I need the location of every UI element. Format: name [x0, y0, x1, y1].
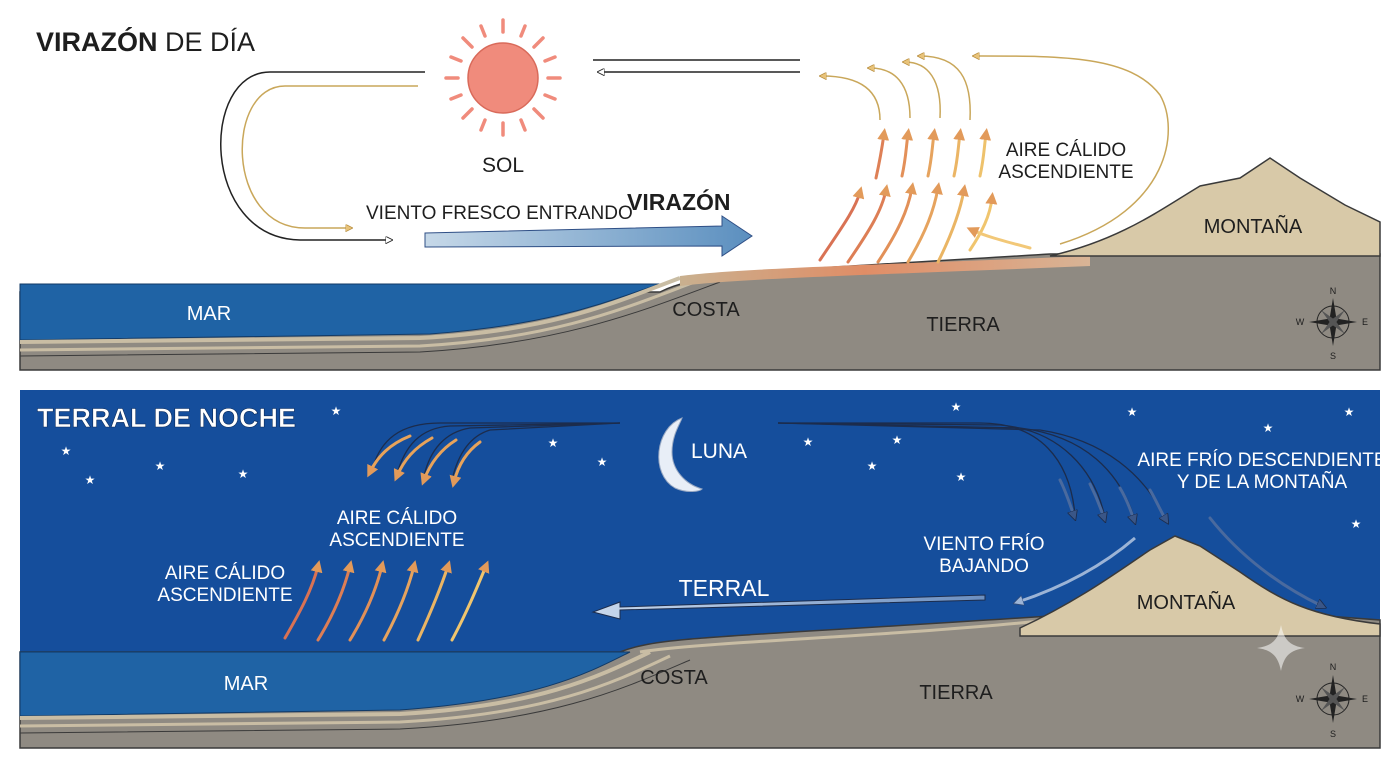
night-mountain-label: MONTAÑA: [1137, 590, 1236, 614]
svg-text:★: ★: [867, 459, 878, 473]
day-sea-label: MAR: [187, 303, 231, 325]
virazon-arrow: [424, 215, 753, 257]
night-title: TERRAL DE NOCHE: [37, 403, 296, 433]
svg-text:Y DE LA MONTAÑA: Y DE LA MONTAÑA: [1177, 471, 1348, 493]
svg-text:★: ★: [1127, 405, 1138, 419]
night-warm-air-a1: AIRE CÁLIDO: [337, 508, 457, 529]
night-warm-air-b2: ASCENDIENTE: [157, 585, 292, 606]
day-title-bold: VIRAZÓN: [36, 26, 158, 57]
day-coast-label: COSTA: [672, 299, 740, 321]
day-wind-in-label: VIENTO FRESCO ENTRANDO: [366, 203, 633, 224]
night-compass-icon: N S E W: [1296, 662, 1368, 739]
day-warm-air-line1: AIRE CÁLIDO: [1006, 140, 1126, 161]
day-sea: [19, 283, 661, 341]
svg-text:BAJANDO: BAJANDO: [939, 556, 1029, 577]
svg-text:★: ★: [951, 400, 962, 414]
night-panel: ★ ★ ★ ★ ★ ★ ★ ★ ★ ★ ★ ★ ★ ★ ★ ★ TERRAL D…: [19, 390, 1387, 749]
svg-text:N: N: [1330, 286, 1337, 296]
night-coast-label: COSTA: [640, 667, 708, 689]
night-cold-wind-1: VIENTO FRÍO: [923, 534, 1044, 555]
night-sea: [19, 651, 631, 717]
day-mountain: [1049, 157, 1381, 257]
sun-label: SOL: [482, 154, 524, 177]
sun-icon: [444, 18, 562, 137]
night-warm-air-b1: AIRE CÁLIDO: [165, 563, 285, 584]
svg-text:AIRE CÁLIDO: AIRE CÁLIDO: [337, 508, 457, 529]
day-land-label: TIERRA: [926, 314, 1000, 336]
svg-text:★: ★: [155, 459, 166, 473]
star-icons: ★ ★ ★ ★ ★ ★ ★ ★ ★ ★ ★ ★ ★ ★ ★ ★: [61, 400, 1362, 531]
svg-text:ASCENDIENTE: ASCENDIENTE: [998, 162, 1133, 183]
night-cold-desc-1: AIRE FRÍO DESCENDIENTE: [1137, 450, 1386, 471]
svg-text:AIRE FRÍO DESCENDIENTE: AIRE FRÍO DESCENDIENTE: [1137, 450, 1386, 471]
svg-text:★: ★: [85, 473, 96, 487]
night-descending-cold-arrows: [1058, 478, 1322, 606]
svg-text:VIRAZÓN DE DÍA: VIRAZÓN DE DÍA: [36, 26, 255, 57]
moon-label: LUNA: [691, 440, 747, 463]
svg-text:S: S: [1330, 351, 1336, 361]
svg-text:ASCENDIENTE: ASCENDIENTE: [329, 530, 464, 551]
day-loop-outer: [220, 71, 425, 240]
svg-text:★: ★: [597, 455, 608, 469]
svg-text:★: ★: [61, 444, 72, 458]
day-rising-warm-air: [818, 128, 1032, 264]
svg-text:AIRE CÁLIDO: AIRE CÁLIDO: [165, 563, 285, 584]
svg-text:E: E: [1362, 317, 1368, 327]
svg-text:★: ★: [956, 470, 967, 484]
svg-text:★: ★: [892, 433, 903, 447]
day-mountain-label: MONTAÑA: [1204, 214, 1303, 238]
moon-icon: [658, 417, 703, 492]
terral-arrow: [591, 594, 986, 620]
night-sea-label: MAR: [224, 673, 268, 695]
night-warm-air-a2: ASCENDIENTE: [329, 530, 464, 551]
cold-wind-arrow: [1018, 536, 1136, 602]
night-land-label: TIERRA: [919, 682, 993, 704]
svg-text:★: ★: [803, 435, 814, 449]
sparkle-icon: [1257, 625, 1305, 671]
day-warm-air-line2: ASCENDIENTE: [998, 162, 1133, 183]
svg-text:S: S: [1330, 729, 1336, 739]
svg-text:AIRE CÁLIDO: AIRE CÁLIDO: [1006, 140, 1126, 161]
day-wind-name-label: VIRAZÓN: [627, 188, 731, 215]
svg-text:VIENTO FRÍO: VIENTO FRÍO: [923, 534, 1044, 555]
svg-text:W: W: [1296, 694, 1305, 704]
svg-text:N: N: [1330, 662, 1337, 672]
svg-text:W: W: [1296, 317, 1305, 327]
day-compass-icon: N S E W: [1296, 286, 1368, 361]
heated-ground-strip: [680, 256, 1090, 286]
svg-text:★: ★: [1344, 405, 1355, 419]
svg-text:★: ★: [1351, 517, 1362, 531]
night-cold-wind-2: BAJANDO: [939, 556, 1029, 577]
night-descending-warm-arrows: [367, 434, 482, 488]
svg-text:★: ★: [331, 404, 342, 418]
day-loop-inner: [241, 85, 418, 228]
day-title-rest: DE DÍA: [158, 27, 256, 57]
svg-text:★: ★: [1263, 421, 1274, 435]
svg-text:ASCENDIENTE: ASCENDIENTE: [157, 585, 292, 606]
svg-text:E: E: [1362, 694, 1368, 704]
night-cold-desc-2: Y DE LA MONTAÑA: [1177, 471, 1348, 493]
svg-text:★: ★: [548, 436, 559, 450]
night-wind-name-label: TERRAL: [679, 575, 770, 601]
night-rising-warm-air: [283, 560, 490, 642]
day-panel: VIRAZÓN DE DÍA: [19, 18, 1381, 371]
night-mountain: [1019, 535, 1381, 637]
svg-text:★: ★: [238, 467, 249, 481]
